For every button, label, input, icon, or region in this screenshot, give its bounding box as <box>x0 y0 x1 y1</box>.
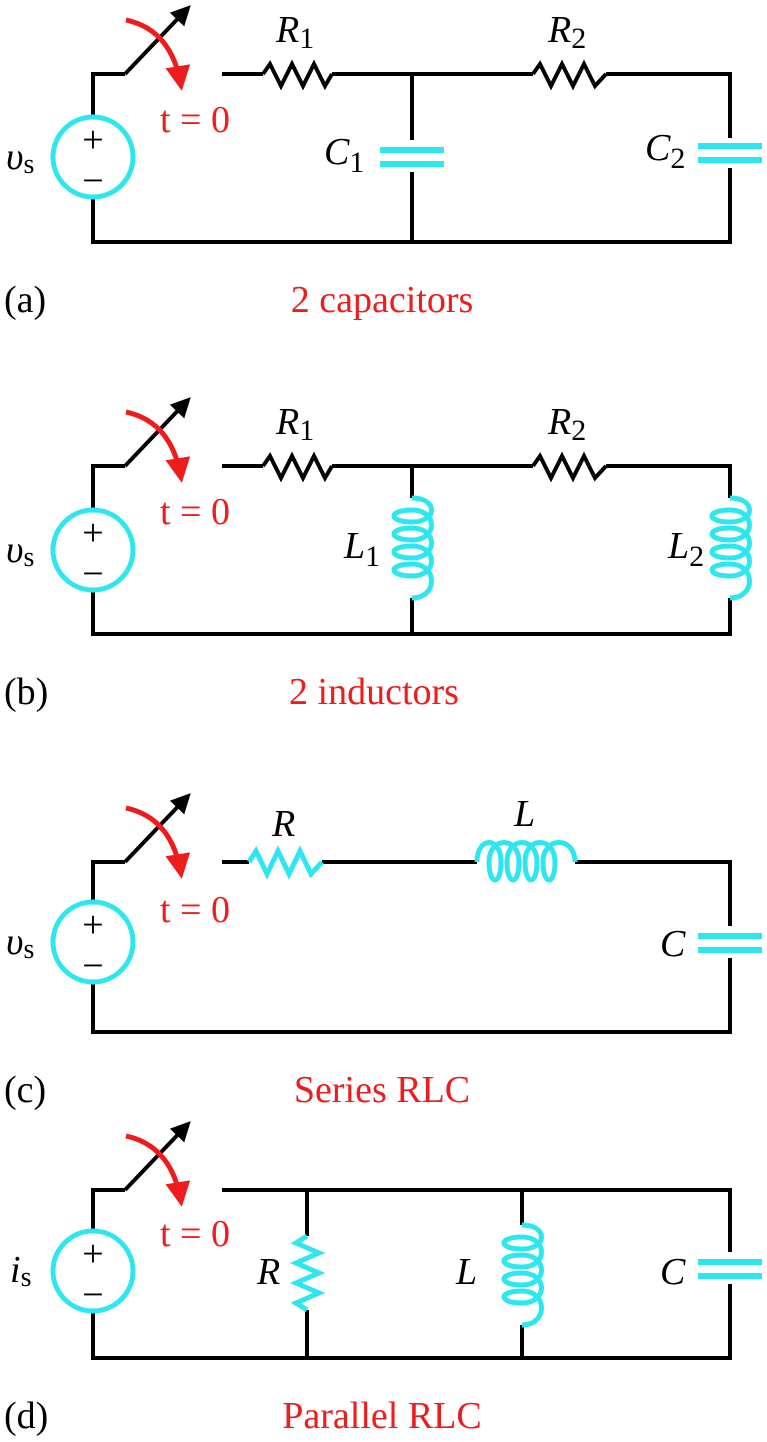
label-l-d: L <box>455 1251 477 1293</box>
panel-a: + − υs t = 0 R1 R2 C1 C2 (a) 2 capacitor… <box>4 5 762 321</box>
label-r-d: R <box>256 1251 280 1293</box>
label-l1-b: L1 <box>343 525 380 573</box>
voltage-source-a <box>50 114 136 200</box>
panel-tag-b: (b) <box>4 671 48 713</box>
source-minus-b: − <box>82 553 103 595</box>
label-l2-b: L2 <box>667 525 704 573</box>
label-c-d: C <box>660 1251 686 1293</box>
caption-d: Parallel RLC <box>282 1395 481 1437</box>
switch-label-a: t = 0 <box>160 99 230 141</box>
resistor-r1-a <box>261 59 334 91</box>
label-r2-a: R2 <box>547 9 586 55</box>
voltage-source-b <box>50 507 136 593</box>
inductor-l2-b <box>709 495 752 601</box>
resistor-r-d <box>289 1233 326 1313</box>
switch-blade-a <box>123 5 191 76</box>
resistor-r-c <box>246 845 324 880</box>
source-plus-c: + <box>82 904 103 946</box>
capacitor-c-d <box>698 1259 762 1279</box>
resistor-r1-b <box>261 451 334 483</box>
source-wire-a <box>91 72 732 244</box>
label-c1-a: C1 <box>324 131 364 179</box>
switch-label-c: t = 0 <box>160 889 230 931</box>
inductor-l-c <box>474 840 578 883</box>
panel-tag-a: (a) <box>4 279 46 321</box>
panel-d: + − is t = 0 R L C (d) Parallel RLC <box>4 1121 762 1437</box>
label-l-c: L <box>513 793 535 835</box>
switch-label-b: t = 0 <box>160 491 230 533</box>
label-r2-b: R2 <box>547 401 586 447</box>
wires-c <box>91 860 732 1034</box>
source-minus-d: − <box>82 1274 103 1316</box>
switch-label-d: t = 0 <box>160 1213 230 1255</box>
panel-b: + − υs t = 0 R1 R2 L1 L2 (b) 2 inductors <box>4 397 752 713</box>
caption-a: 2 capacitors <box>291 279 474 321</box>
source-label-b: υs <box>6 529 34 573</box>
resistor-r2-a <box>531 59 608 91</box>
source-minus-a: − <box>82 160 103 202</box>
label-c-c: C <box>660 923 686 965</box>
capacitor-c-c <box>698 933 762 953</box>
source-plus-b: + <box>82 512 103 554</box>
switch-arrow-d <box>125 1133 191 1207</box>
caption-c: Series RLC <box>294 1069 470 1111</box>
switch-blade-c <box>123 793 191 864</box>
source-minus-c: − <box>82 945 103 987</box>
label-r1-b: R1 <box>275 401 314 447</box>
source-label-d: is <box>10 1249 31 1293</box>
inductor-l-d <box>501 1222 544 1328</box>
label-r1-a: R1 <box>275 9 314 55</box>
label-r-c: R <box>271 803 295 845</box>
panel-tag-d: (d) <box>4 1395 48 1437</box>
source-label-c: υs <box>6 921 34 965</box>
source-plus-d: + <box>82 1233 103 1275</box>
caption-b: 2 inductors <box>289 671 459 713</box>
voltage-source-c <box>50 899 136 985</box>
inductor-l1-b <box>391 495 434 601</box>
resistor-r2-b <box>531 451 608 483</box>
capacitor-c2-a <box>698 143 762 163</box>
wires-b <box>91 464 732 636</box>
source-label-a: υs <box>6 136 34 180</box>
switch-blade-b <box>123 397 191 468</box>
panel-tag-c: (c) <box>4 1069 46 1111</box>
switch-arrow-b <box>125 409 191 483</box>
panel-c: + − υs t = 0 R L C (c) Series RLC <box>4 793 762 1111</box>
label-c2-a: C2 <box>645 127 685 175</box>
switch-blade-d <box>123 1121 191 1192</box>
capacitor-c1-a <box>380 147 444 167</box>
wires-d <box>91 1188 732 1360</box>
source-plus-a: + <box>82 119 103 161</box>
switch-arrow-a <box>125 17 191 91</box>
current-source-d <box>50 1228 136 1314</box>
switch-arrow-c <box>125 805 191 879</box>
